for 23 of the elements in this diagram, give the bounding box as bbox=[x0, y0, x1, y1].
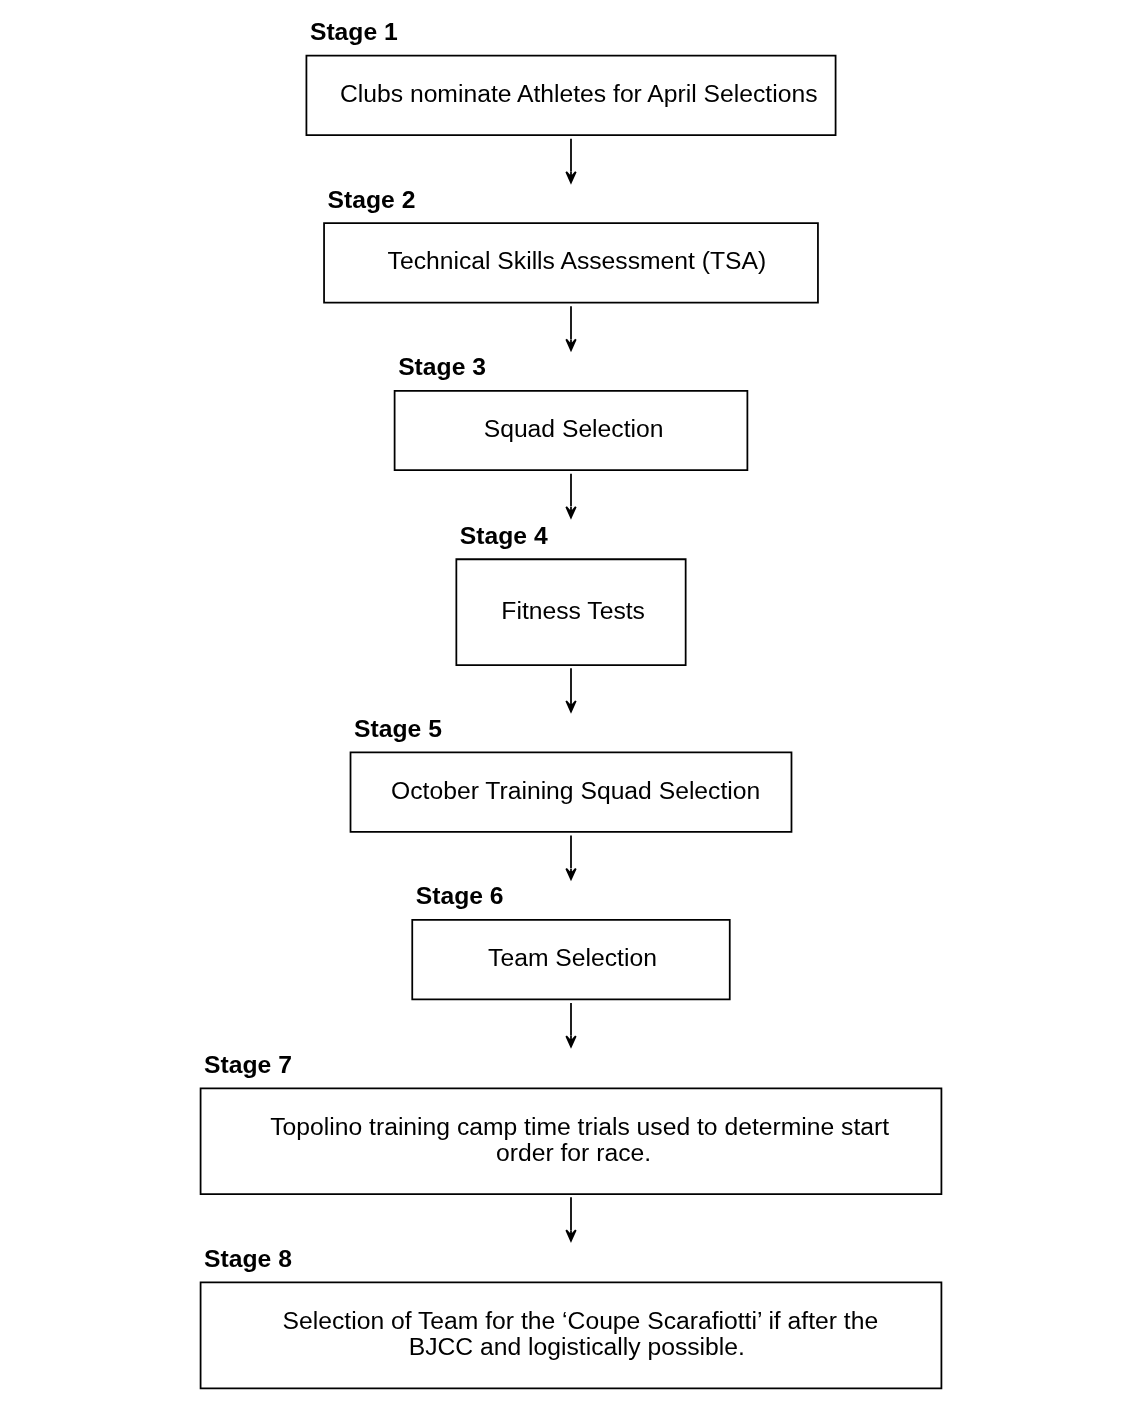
node-box: Topolino training camp time trials used to determine start order for race. bbox=[199, 1087, 943, 1196]
node-box: Clubs nominate Athletes for April Selections bbox=[305, 54, 837, 136]
node-label: Stage 1 bbox=[309, 18, 398, 46]
node-label: Stage 6 bbox=[415, 882, 504, 910]
arrow bbox=[565, 834, 577, 881]
node-label: Stage 2 bbox=[327, 185, 416, 213]
arrow bbox=[565, 1002, 577, 1048]
node-box: Squad Selection bbox=[393, 389, 749, 472]
node-box: Fitness Tests bbox=[455, 558, 687, 666]
node-label: Stage 3 bbox=[398, 353, 486, 381]
arrow bbox=[565, 472, 577, 519]
arrow bbox=[565, 137, 577, 184]
node-box: Team Selection bbox=[411, 919, 731, 1001]
node-label: Stage 5 bbox=[354, 714, 442, 742]
node-box: Technical Skills Assessment (TSA) bbox=[323, 222, 819, 304]
node-box: Selection of Team for the ‘Coupe Scarafiotti’ if after the BJCC and logistically possible. bbox=[199, 1281, 943, 1390]
arrow bbox=[565, 305, 577, 351]
node-label: Stage 8 bbox=[204, 1244, 292, 1272]
arrow bbox=[565, 1196, 577, 1242]
arrow bbox=[565, 667, 577, 713]
node-box: October Training Squad Selection bbox=[349, 751, 793, 833]
node-label: Stage 7 bbox=[204, 1050, 292, 1078]
node-label: Stage 4 bbox=[459, 521, 548, 549]
